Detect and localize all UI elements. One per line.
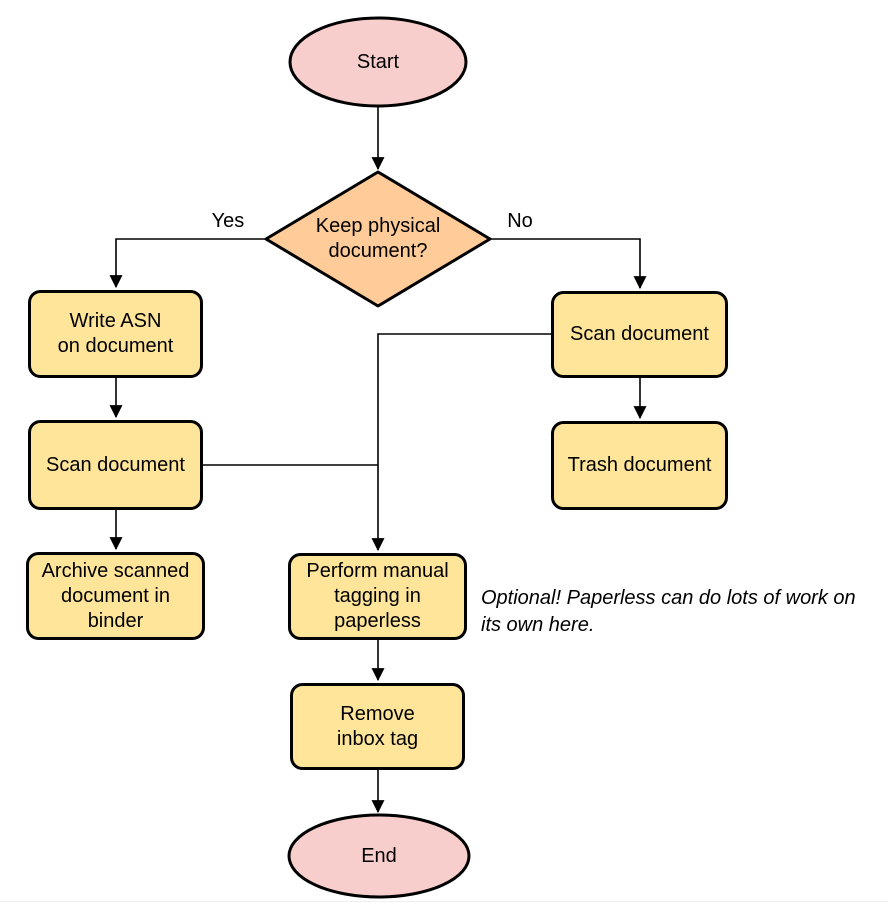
perform-tagging-node-label: Perform manual tagging in paperless xyxy=(306,560,449,632)
write-asn-box-shape xyxy=(28,290,203,378)
no-edge-label: No xyxy=(507,209,533,232)
edge-decision-yes-to-write-asn xyxy=(109,238,266,289)
scan-right-box-shape xyxy=(551,291,728,378)
edge-scan-right-to-perform-tagging xyxy=(371,333,551,552)
remove-inbox-box-shape xyxy=(290,683,465,770)
archive-node-label: Archive scanned document in binder xyxy=(41,559,190,632)
end-node-label: End xyxy=(361,844,397,867)
page-bottom-divider xyxy=(0,901,888,902)
edge-decision-no-to-scan-right xyxy=(490,238,647,290)
scan-left-box-shape xyxy=(28,420,203,510)
start-terminator-shape xyxy=(288,16,468,108)
archive-box-shape xyxy=(26,552,205,640)
yes-edge-label: Yes xyxy=(211,209,245,232)
perform-tagging-box-shape xyxy=(288,553,467,640)
decision-diamond-shape xyxy=(264,170,492,308)
end-terminator-shape xyxy=(287,813,471,899)
remove-inbox-node-label: Remove inbox tag xyxy=(336,702,419,750)
scan-left-node-label: Scan document xyxy=(46,453,185,476)
scan-right-node-label: Scan document xyxy=(570,323,709,345)
optional-note-text: Optional! Paperless can do lots of work … xyxy=(481,587,856,636)
trash-node-label: Trash document xyxy=(567,454,712,476)
write-asn-node-label: Write ASN on document xyxy=(57,310,174,357)
start-node-label: Start xyxy=(356,50,400,73)
decision-node-label: Keep physical document? xyxy=(315,215,441,262)
trash-box-shape xyxy=(551,421,728,510)
